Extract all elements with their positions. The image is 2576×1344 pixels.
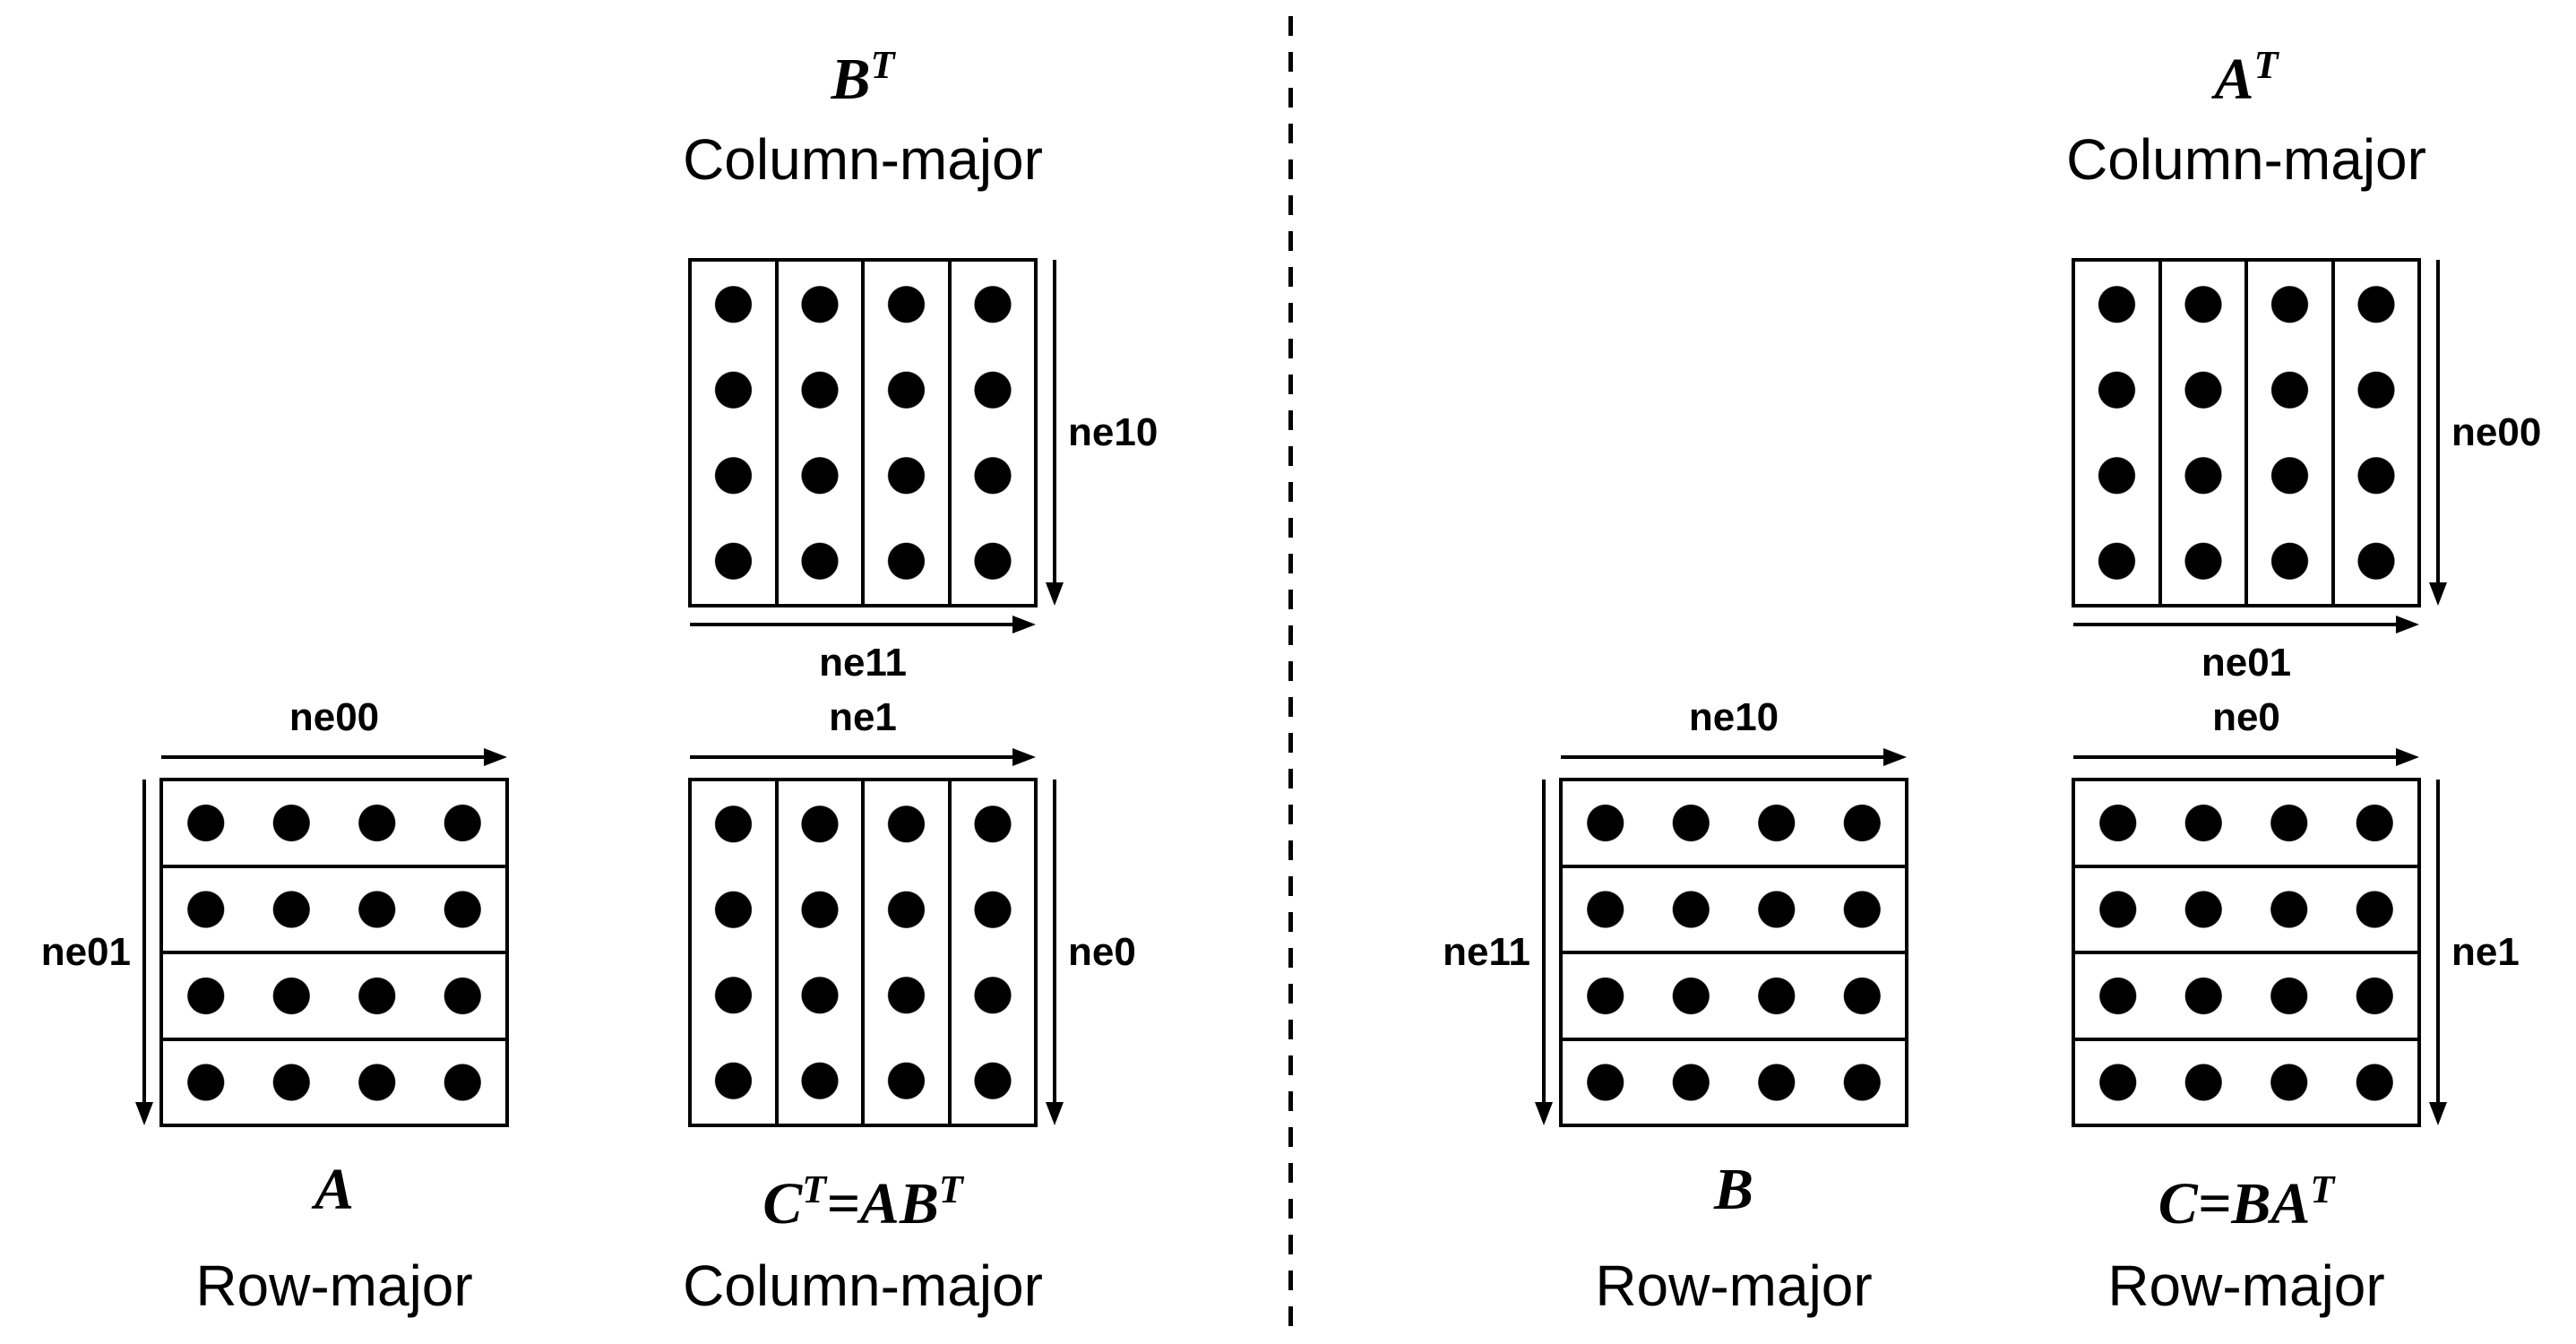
matrix-row-dots xyxy=(1563,951,1905,1038)
arrow-right-icon xyxy=(2073,748,2419,766)
axis-label-ne01: ne01 xyxy=(2201,641,2292,685)
matrix-row-dots xyxy=(163,781,505,865)
matrix-row-dots xyxy=(2075,1037,2417,1124)
axis-label-ne00: ne00 xyxy=(289,695,380,739)
layout-label: Row-major xyxy=(1595,1254,1873,1318)
matrix-grid xyxy=(2072,778,2421,1127)
axis-label-ne0: ne0 xyxy=(2212,695,2280,739)
formula-superscript: T xyxy=(2310,1167,2335,1211)
matrix-column-dots xyxy=(692,781,775,1124)
axis-label-ne11: ne11 xyxy=(819,641,907,685)
matrix-row-dots xyxy=(163,951,505,1038)
matrix-row-dots xyxy=(1563,781,1905,865)
matrix-formula: A xyxy=(65,1151,603,1228)
matrix-formula: BT xyxy=(594,27,1132,117)
formula-superscript: T xyxy=(802,1167,827,1211)
matrix-row-dots xyxy=(2075,864,2417,951)
matrix-column-dots xyxy=(947,262,1034,604)
axis-label-ne10: ne10 xyxy=(1068,410,1159,454)
matrix-formula: C=BAT xyxy=(1977,1151,2515,1242)
matrix-column-dots xyxy=(861,262,948,604)
matrix-column-dots xyxy=(2075,262,2158,604)
arrow-right-icon xyxy=(161,748,507,766)
matrix-group-c-transpose: ne1 ne0 CT=ABT Column-major xyxy=(683,695,1136,1318)
matrix-group-a-transpose: AT Column-major ne00 ne01 xyxy=(2066,43,2541,685)
matrix-group-b: ne10 ne11 B Row-major xyxy=(1443,695,1908,1318)
axis-label-ne01: ne01 xyxy=(40,930,131,974)
arrow-down-icon xyxy=(1535,780,1553,1125)
matrix-grid xyxy=(159,778,509,1127)
formula-text: B xyxy=(831,47,871,112)
formula-text: A xyxy=(314,1157,355,1222)
arrow-down-icon xyxy=(2429,780,2447,1125)
axis-label-ne11: ne11 xyxy=(1443,930,1530,974)
formula-text: C=BA xyxy=(2158,1171,2311,1236)
matrix-column-dots xyxy=(692,262,775,604)
formula-text: =AB xyxy=(826,1171,939,1236)
layout-label: Row-major xyxy=(195,1254,473,1318)
axis-label-ne00: ne00 xyxy=(2451,410,2542,454)
layout-label: Column-major xyxy=(683,127,1043,192)
matrix-column-dots xyxy=(2244,262,2331,604)
matrix-formula: CT=ABT xyxy=(594,1151,1132,1242)
arrow-down-icon xyxy=(2429,260,2447,606)
matrix-row-dots xyxy=(163,864,505,951)
axis-label-ne1: ne1 xyxy=(829,695,897,739)
matrix-grid xyxy=(2072,258,2421,607)
matrix-column-dots xyxy=(2158,262,2244,604)
matrix-grid xyxy=(688,258,1038,607)
matrix-row-dots xyxy=(2075,781,2417,865)
formula-superscript: T xyxy=(938,1167,963,1211)
arrow-right-icon xyxy=(690,748,1036,766)
arrow-down-icon xyxy=(1046,780,1064,1125)
arrow-right-icon xyxy=(1561,748,1907,766)
axis-label-ne0: ne0 xyxy=(1068,930,1136,974)
layout-label: Column-major xyxy=(683,1254,1043,1318)
matrix-row-dots xyxy=(163,1037,505,1124)
matrix-row-dots xyxy=(1563,1037,1905,1124)
formula-text: A xyxy=(2214,47,2254,112)
formula-text: C xyxy=(762,1171,803,1236)
panel-divider xyxy=(1288,16,1293,1328)
arrow-down-icon xyxy=(135,780,153,1125)
matrix-group-c: ne0 ne1 C=BAT Row-major xyxy=(2072,695,2520,1318)
matrix-grid xyxy=(688,778,1038,1127)
matrix-formula: B xyxy=(1465,1151,2003,1228)
arrow-right-icon xyxy=(2073,616,2419,633)
formula-superscript: T xyxy=(2253,43,2279,87)
axis-label-ne10: ne10 xyxy=(1688,695,1779,739)
layout-label: Row-major xyxy=(2107,1254,2385,1318)
matrix-formula: AT xyxy=(1977,27,2515,117)
matrix-grid xyxy=(1559,778,1908,1127)
matrix-row-dots xyxy=(2075,951,2417,1038)
matrix-column-dots xyxy=(861,781,948,1124)
axis-label-ne1: ne1 xyxy=(2451,930,2520,974)
matrix-column-dots xyxy=(774,262,861,604)
arrow-down-icon xyxy=(1046,260,1064,606)
matrix-row-dots xyxy=(1563,864,1905,951)
matrix-group-b-transpose: BT Column-major ne10 ne11 xyxy=(683,43,1158,685)
matrix-group-a: ne00 ne01 A Row-major xyxy=(41,695,509,1318)
arrow-right-icon xyxy=(690,616,1036,633)
layout-label: Column-major xyxy=(2066,127,2426,192)
matrix-column-dots xyxy=(947,781,1034,1124)
matrix-column-dots xyxy=(2330,262,2417,604)
matrix-column-dots xyxy=(774,781,861,1124)
formula-superscript: T xyxy=(870,43,895,87)
formula-text: B xyxy=(1713,1157,1754,1222)
